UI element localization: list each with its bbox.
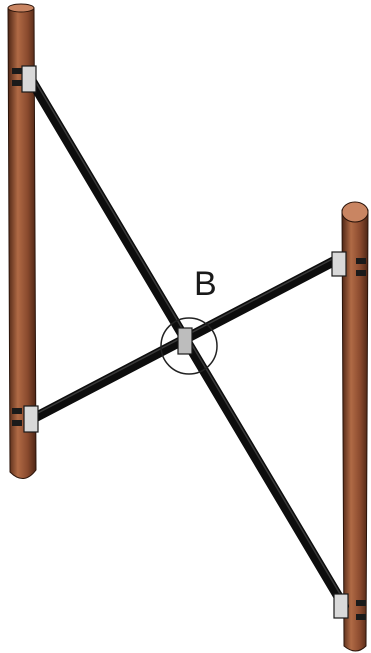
center-connector <box>177 327 193 355</box>
left-post <box>7 3 37 479</box>
bracket-right-top <box>331 251 366 277</box>
right-post <box>341 201 369 652</box>
bracket-left-bottom <box>12 405 39 433</box>
detail-callout-label: B <box>194 265 217 303</box>
detail-callout-circle <box>160 317 218 375</box>
bracket-right-bottom <box>333 593 366 620</box>
bracket-left-top <box>12 65 37 93</box>
